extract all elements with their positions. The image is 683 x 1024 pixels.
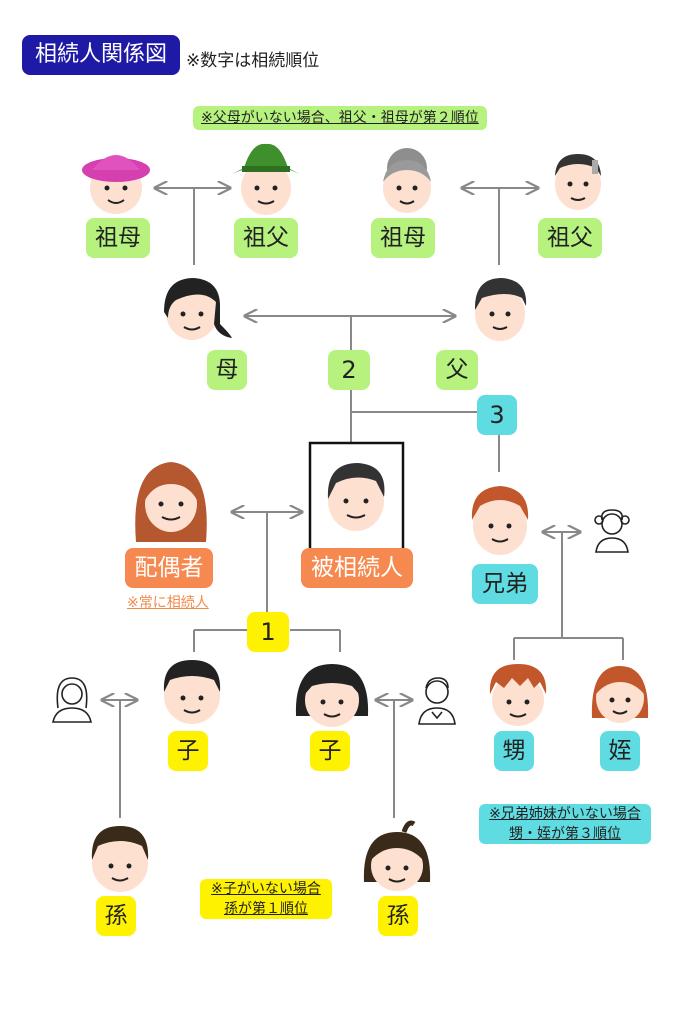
niece-icon	[591, 666, 649, 723]
nephew-note: ※兄弟姉妹がいない場合 甥・姪が第３順位	[479, 804, 651, 844]
label-nephew: 甥	[494, 731, 534, 771]
label-mother: 母	[207, 350, 247, 390]
label-deceased: 被相続人	[301, 548, 413, 588]
grandfather-hat-icon	[232, 143, 300, 215]
child-right-icon	[295, 664, 369, 727]
rank-1-badge: 1	[247, 612, 289, 652]
page-subtitle: ※数字は相続順位	[186, 51, 320, 71]
child-spouse-male-outline-icon	[418, 677, 456, 725]
sibling-icon	[471, 486, 529, 555]
grandmother-icon	[383, 148, 431, 213]
deceased-icon	[327, 463, 385, 531]
grandchildren-note-line1: ※子がいない場合	[211, 881, 321, 897]
nephew-icon	[489, 664, 547, 726]
grandmother-hat-icon	[82, 155, 150, 214]
label-grandfather-right: 祖父	[538, 218, 602, 258]
label-grandmother-left: 祖母	[86, 218, 150, 258]
nephew-note-line1: ※兄弟姉妹がいない場合	[489, 806, 641, 822]
grandchild-right-icon	[363, 820, 431, 891]
mother-icon	[164, 278, 232, 340]
label-father: 父	[436, 350, 478, 390]
label-sibling: 兄弟	[472, 564, 538, 604]
grandchildren-note: ※子がいない場合 孫が第１順位	[200, 879, 332, 919]
sibling-spouse-outline-icon	[594, 509, 630, 553]
label-grandchild-left: 孫	[96, 896, 136, 936]
child-left-icon	[163, 660, 221, 724]
grandfather-icon	[555, 154, 601, 210]
nephew-note-line2: 甥・姪が第３順位	[509, 826, 621, 842]
label-spouse: 配偶者	[125, 548, 213, 588]
label-grandfather-left: 祖父	[234, 218, 298, 258]
label-grandmother-right: 祖母	[371, 218, 435, 258]
spouse-icon	[135, 462, 207, 542]
rank-3-badge: 3	[477, 395, 517, 435]
grandparents-note: ※父母がいない場合、祖父・祖母が第２順位	[193, 106, 487, 130]
grandchild-left-icon	[91, 826, 149, 892]
spouse-note: ※常に相続人	[127, 595, 209, 611]
child-spouse-female-outline-icon	[52, 677, 92, 723]
rank-2-badge: 2	[328, 350, 370, 390]
grandchildren-note-line2: 孫が第１順位	[224, 901, 308, 917]
label-child-left: 子	[168, 731, 208, 771]
label-niece: 姪	[600, 731, 640, 771]
label-grandchild-right: 孫	[378, 896, 418, 936]
label-child-right: 子	[310, 731, 350, 771]
page-title: 相続人関係図	[22, 35, 180, 75]
father-icon	[474, 278, 527, 341]
